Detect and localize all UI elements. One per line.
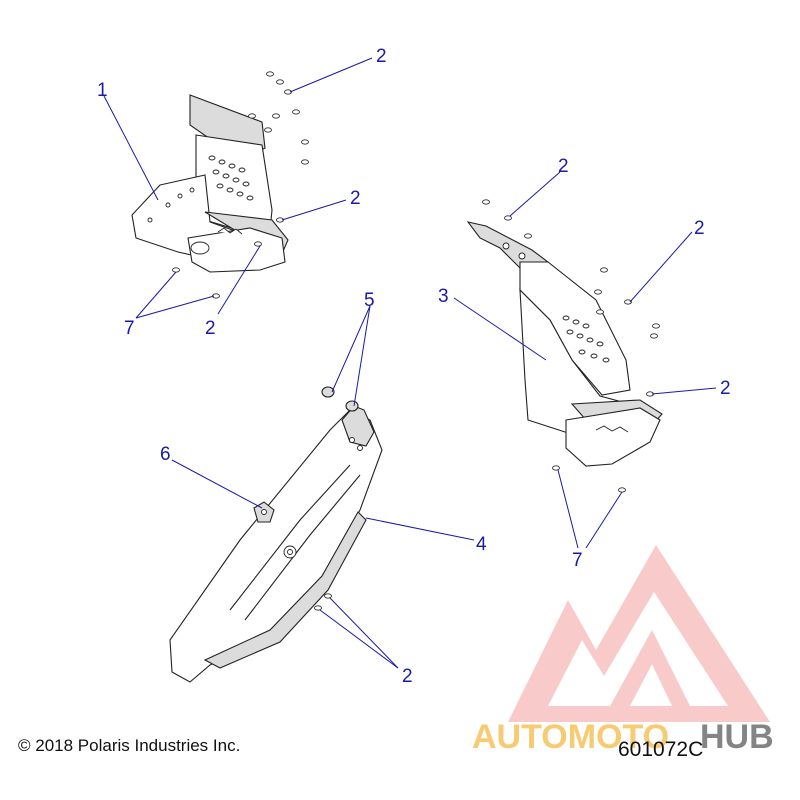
part-1-bracket <box>131 94 289 273</box>
part-3-bracket <box>466 221 663 467</box>
callout-2-bottom: 2 <box>402 666 413 687</box>
callout-2-part1-bottom: 2 <box>205 318 216 339</box>
watermark-logo <box>508 545 770 722</box>
part-3-vent-holes <box>502 242 610 363</box>
callout-7-left: 7 <box>124 318 135 339</box>
clip-part-6 <box>253 501 275 523</box>
callout-1: 1 <box>97 80 108 101</box>
callout-3: 3 <box>438 286 449 307</box>
callout-5: 5 <box>364 290 375 311</box>
part-4-panel <box>169 405 383 683</box>
callout-2-part3-right: 2 <box>694 218 705 239</box>
copyright-notice: © 2018 Polaris Industries Inc. <box>18 736 241 755</box>
callout-2-top: 2 <box>376 46 387 67</box>
callout-6: 6 <box>160 444 171 465</box>
watermark-text-a: AUTOMOTO <box>472 718 669 756</box>
watermark-text-b: HUB <box>700 718 774 756</box>
leader-lines <box>103 57 717 669</box>
nut-part-5 <box>321 386 359 412</box>
callout-2-part3-top: 2 <box>558 156 569 177</box>
callout-7-right: 7 <box>572 550 583 571</box>
callout-2-part1-right: 2 <box>350 188 361 209</box>
callout-4: 4 <box>476 534 487 555</box>
part-1-vent-holes <box>147 155 254 223</box>
bolt-group-upper-left <box>172 71 309 299</box>
callout-2-part3-lower: 2 <box>720 378 731 399</box>
bolt-group-lower <box>314 593 332 611</box>
diagram-part-number: 601072C <box>618 738 704 761</box>
